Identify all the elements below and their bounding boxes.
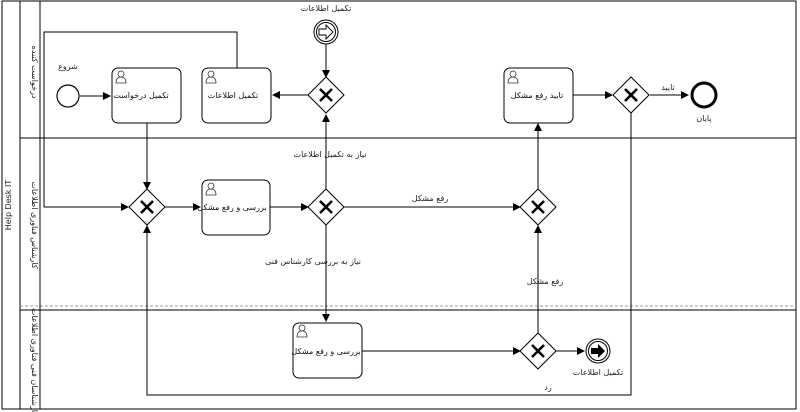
task-complete-info[interactable]: تکمیل اطلاعات	[201, 67, 272, 124]
flow-label-fixed-technical: رفع مشکل	[527, 277, 564, 286]
task-review-fix-expert[interactable]: بررسی و رفع مشکل	[197, 179, 271, 236]
task-label: تکمیل درخواست	[113, 91, 169, 100]
arrow-right-icon	[318, 23, 334, 41]
task-label: بررسی و رفع مشکل	[197, 203, 266, 212]
arrow-right-filled-icon	[591, 344, 605, 358]
intermediate-catch-event[interactable]	[313, 19, 339, 45]
end-event-label: پایان	[696, 114, 711, 123]
gateway-info-merge[interactable]	[307, 76, 345, 114]
pool-label: Help Desk IT	[4, 180, 13, 231]
x-icon	[319, 88, 333, 102]
gateway-confirm-decision[interactable]	[612, 76, 650, 114]
gateway-merge-expert[interactable]	[128, 188, 166, 226]
start-event[interactable]	[56, 84, 80, 108]
start-event-label: شروع	[58, 62, 78, 71]
flow-label-reject: رد	[544, 383, 552, 392]
lane-label-it-expert: کارشناس فناوری اطلاعات	[30, 181, 39, 268]
intermediate-throw-label: تکمیل اطلاعات	[573, 368, 623, 377]
intermediate-throw-event[interactable]	[585, 338, 611, 364]
end-event[interactable]	[690, 81, 718, 109]
x-icon	[319, 200, 333, 214]
x-icon	[624, 88, 638, 102]
x-icon	[531, 200, 545, 214]
gateway-fixed-merge[interactable]	[519, 188, 557, 226]
gateway-technical-decision[interactable]	[519, 332, 557, 370]
x-icon	[531, 344, 545, 358]
task-complete-request[interactable]: تکمیل درخواست	[111, 67, 182, 124]
flow-label-need-expert: نیاز به بررسی کارشناس فنی	[265, 257, 361, 266]
gateway-expert-decision[interactable]	[307, 188, 345, 226]
flow-label-confirm: تایید	[661, 83, 675, 92]
task-label: تکمیل اطلاعات	[208, 91, 258, 100]
lane-label-tech-experts: کارشناسان فنی فناوری اطلاعات	[30, 308, 39, 412]
task-confirm-fix[interactable]: تایید رفع مشکل	[503, 67, 574, 124]
flow-gw5-reject-to-gw1	[143, 113, 632, 396]
flow-label-need-info: نیاز به تکمیل اطلاعات	[294, 150, 367, 159]
intermediate-catch-label: تکمیل اطلاعات	[301, 4, 351, 13]
task-label: بررسی و رفع مشکل	[291, 347, 360, 356]
task-review-fix-technical[interactable]: بررسی و رفع مشکل	[291, 322, 363, 379]
lane-label-requester: درخواست کننده	[30, 46, 39, 99]
task-label: تایید رفع مشکل	[511, 91, 563, 100]
flow-label-fixed: رفع مشکل	[412, 194, 449, 203]
flow-info-to-gw1	[43, 31, 238, 211]
x-icon	[140, 200, 154, 214]
